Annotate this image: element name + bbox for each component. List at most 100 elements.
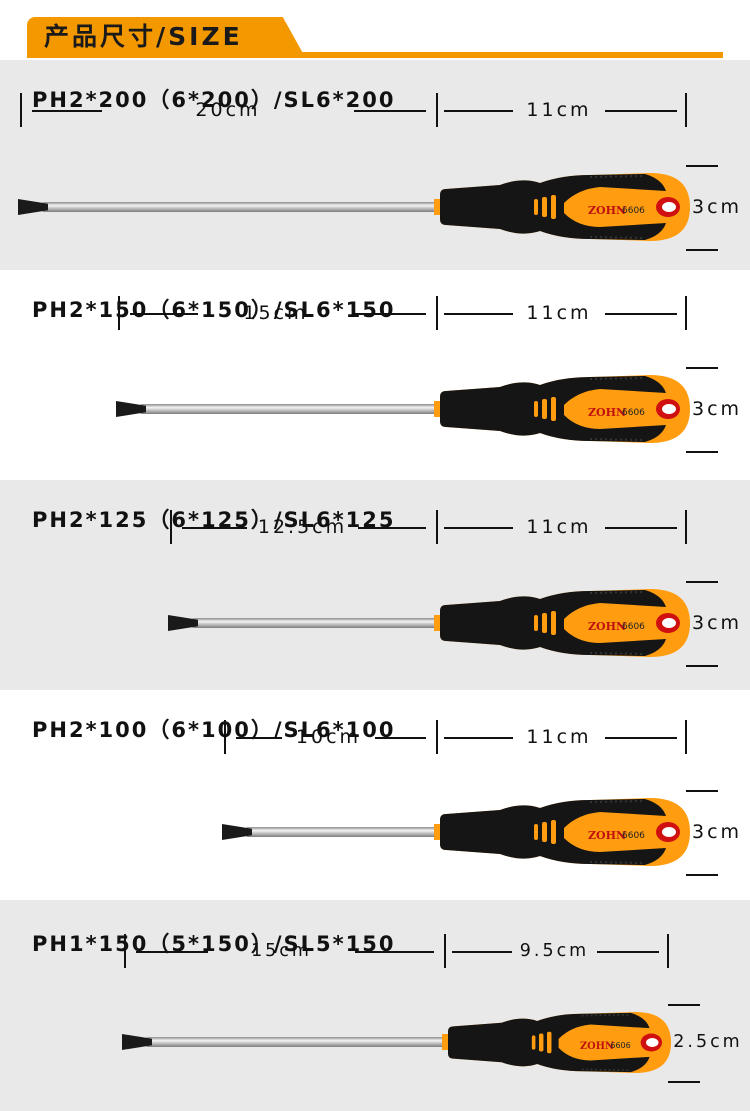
screwdriver-shaft: [42, 202, 438, 212]
ferrule: [434, 615, 440, 631]
diameter-tick-bottom: [668, 1080, 700, 1083]
brand-logo-text: ZOHN: [588, 406, 626, 419]
shaft-dimension-line-right: [375, 737, 426, 739]
shaft-length-label: 15cm: [243, 302, 309, 324]
handle-dimension-line-right: [605, 313, 677, 315]
ferrule: [434, 199, 440, 215]
header: 产品尺寸/SIZE: [0, 0, 750, 60]
ruler-tick-start: [170, 510, 172, 544]
ruler-tick-start: [224, 720, 226, 754]
brand-logo-text: ZOHN: [588, 620, 626, 633]
screwdriver-shaft: [192, 618, 438, 628]
diameter-tick-bottom: [686, 249, 718, 251]
screwdriver-shaft: [140, 404, 438, 414]
screwdriver-tip: [116, 401, 146, 417]
brand-logo-text: ZOHN: [588, 829, 626, 842]
handle-dimension-line-left: [444, 737, 513, 739]
shaft-dimension-line-left: [32, 110, 102, 112]
screwdriver-shaft: [246, 827, 438, 837]
handle-dimension-line-right: [605, 110, 677, 112]
model-label: PH2*150（6*150）/SL6*150: [32, 298, 396, 322]
handle-code-text: 6606: [622, 408, 645, 418]
screwdriver-tip: [168, 615, 198, 631]
shaft-dimension-line-left: [136, 951, 208, 953]
model-label: PH2*100（6*100）/SL6*100: [32, 718, 396, 742]
shaft-dimension-line-left: [236, 737, 282, 739]
ruler-tick-start: [20, 93, 22, 127]
shaft-dimension-line-right: [355, 951, 434, 953]
ruler-tick-mid: [444, 934, 446, 968]
diameter-label: 3cm: [691, 196, 743, 218]
handle-dimension-line-left: [444, 313, 513, 315]
model-label: PH2*200（6*200）/SL6*200: [32, 88, 396, 112]
handle-dimension-line-right: [605, 527, 677, 529]
diameter-tick-top: [686, 581, 718, 583]
diameter-tick-top: [686, 790, 718, 792]
screwdriver-tip: [222, 824, 252, 840]
diameter-tick-top: [668, 1003, 700, 1006]
diameter-tick-top: [686, 367, 718, 369]
handle-code-text: 6606: [622, 206, 645, 216]
model-label: PH1*150（5*150）/SL5*150: [32, 932, 396, 956]
ruler-tick-end: [685, 720, 687, 754]
ferrule: [434, 401, 440, 417]
shaft-dimension-line-right: [358, 527, 426, 529]
diameter-label: 2.5cm: [673, 1032, 743, 1052]
shaft-dimension-line-right: [354, 313, 426, 315]
ruler-tick-mid: [436, 510, 438, 544]
ruler-tick-start: [124, 934, 126, 968]
diameter-label: 3cm: [691, 398, 743, 420]
header-tab: [27, 17, 305, 57]
shaft-dimension-line-left: [130, 313, 198, 315]
diameter-tick-bottom: [686, 874, 718, 876]
handle-dimension-line-left: [444, 110, 513, 112]
ferrule: [434, 824, 440, 840]
screwdriver-shaft: [146, 1037, 446, 1047]
handle-code-text: 6606: [622, 622, 645, 632]
ruler-tick-mid: [436, 93, 438, 127]
handle-dimension-line-right: [605, 737, 677, 739]
handle-length-label: 11cm: [526, 99, 592, 121]
handle-length-label: 11cm: [526, 516, 592, 538]
ruler-tick-end: [667, 934, 669, 968]
handle-length-label: 11cm: [526, 302, 592, 324]
ruler-tick-end: [685, 296, 687, 330]
shaft-dimension-line-left: [182, 527, 247, 529]
brand-logo-text: ZOHN: [588, 204, 626, 217]
screwdriver-tip: [18, 199, 48, 215]
handle-dimension-line-left: [444, 527, 513, 529]
diameter-tick-bottom: [686, 451, 718, 453]
ruler-tick-start: [118, 296, 120, 330]
handle-length-label: 9.5cm: [519, 941, 590, 961]
ruler-tick-mid: [436, 296, 438, 330]
ferrule: [442, 1034, 448, 1050]
ruler-tick-end: [685, 510, 687, 544]
handle-dimension-line-left: [452, 951, 512, 953]
shaft-dimension-line-right: [354, 110, 426, 112]
screwdriver-tip: [122, 1034, 152, 1050]
shaft-length-label: 12.5cm: [257, 516, 348, 538]
shaft-length-label: 15cm: [251, 941, 312, 961]
shaft-length-label: 10cm: [295, 726, 362, 748]
shaft-length-label: 20cm: [195, 99, 261, 121]
diameter-tick-top: [686, 165, 718, 167]
brand-logo-text: ZOHN: [580, 1040, 614, 1051]
handle-dimension-line-right: [597, 951, 659, 953]
ruler-tick-end: [685, 93, 687, 127]
ruler-tick-mid: [436, 720, 438, 754]
